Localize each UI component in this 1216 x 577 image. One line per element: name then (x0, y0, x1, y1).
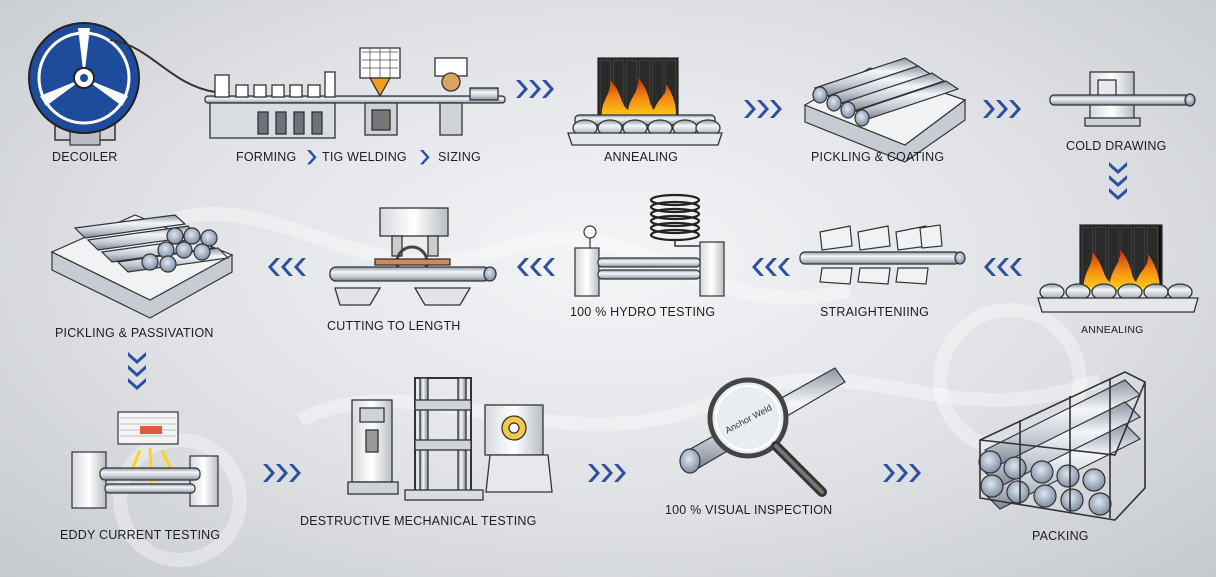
label-tig-welding: TIG WELDING (322, 150, 407, 164)
arrow-row1-3 (983, 100, 1021, 118)
arrow-small-1 (307, 150, 317, 165)
arrow-row1-2 (744, 100, 782, 118)
decoiler-illustration (28, 22, 216, 146)
label-pickling-passivation: PICKLING & PASSIVATION (55, 326, 214, 340)
pickling-passivation-illustration (50, 214, 234, 319)
straightening-illustration (799, 224, 966, 285)
arrow-row3-3 (883, 464, 921, 482)
label-hydro-testing: 100 % HYDRO TESTING (570, 305, 716, 319)
label-decoiler: DECOILER (52, 150, 118, 164)
pickling-coating-illustration (803, 57, 967, 163)
annealing-furnace-2 (1037, 224, 1199, 313)
destructive-testing-illustration (347, 377, 553, 501)
cold-drawing-illustration (1049, 71, 1196, 127)
label-cutting-to-length: CUTTING TO LENGTH (327, 319, 461, 333)
arrow-row2-2 (752, 258, 790, 276)
arrow-row2-1 (984, 258, 1022, 276)
label-straightening: STRAIGHTENIING (820, 305, 930, 319)
forming-welding-sizing-illustration (204, 47, 506, 139)
label-destructive-testing: DESTRUCTIVE MECHANICAL TESTING (300, 514, 537, 528)
cutting-illustration (329, 207, 497, 306)
arrow-row3-2 (588, 464, 626, 482)
label-pickling-coating: PICKLING & COATING (811, 150, 945, 164)
arrow-down-2 (128, 352, 146, 390)
label-annealing-2: ANNEALING (1081, 324, 1144, 336)
packing-illustration (978, 371, 1146, 521)
visual-inspection-illustration: Anchor Weld (679, 367, 846, 497)
annealing-furnace-1 (567, 57, 723, 146)
arrow-row3-1 (263, 464, 301, 482)
label-forming: FORMING (236, 150, 297, 164)
arrow-row2-3 (517, 258, 555, 276)
label-visual-inspection: 100 % VISUAL INSPECTION (665, 503, 833, 517)
eddy-current-illustration (71, 411, 219, 509)
label-annealing-1: ANNEALING (604, 150, 679, 164)
hydro-testing-illustration (574, 193, 725, 297)
label-sizing: SIZING (438, 150, 481, 164)
label-eddy-current: EDDY CURRENT TESTING (60, 528, 221, 542)
arrow-row2-4 (268, 258, 306, 276)
label-cold-drawing: COLD DRAWING (1066, 139, 1167, 153)
arrow-small-2 (420, 150, 430, 165)
arrow-down-1 (1109, 162, 1127, 200)
label-packing: PACKING (1032, 529, 1089, 543)
arrow-row1-1 (516, 80, 554, 98)
